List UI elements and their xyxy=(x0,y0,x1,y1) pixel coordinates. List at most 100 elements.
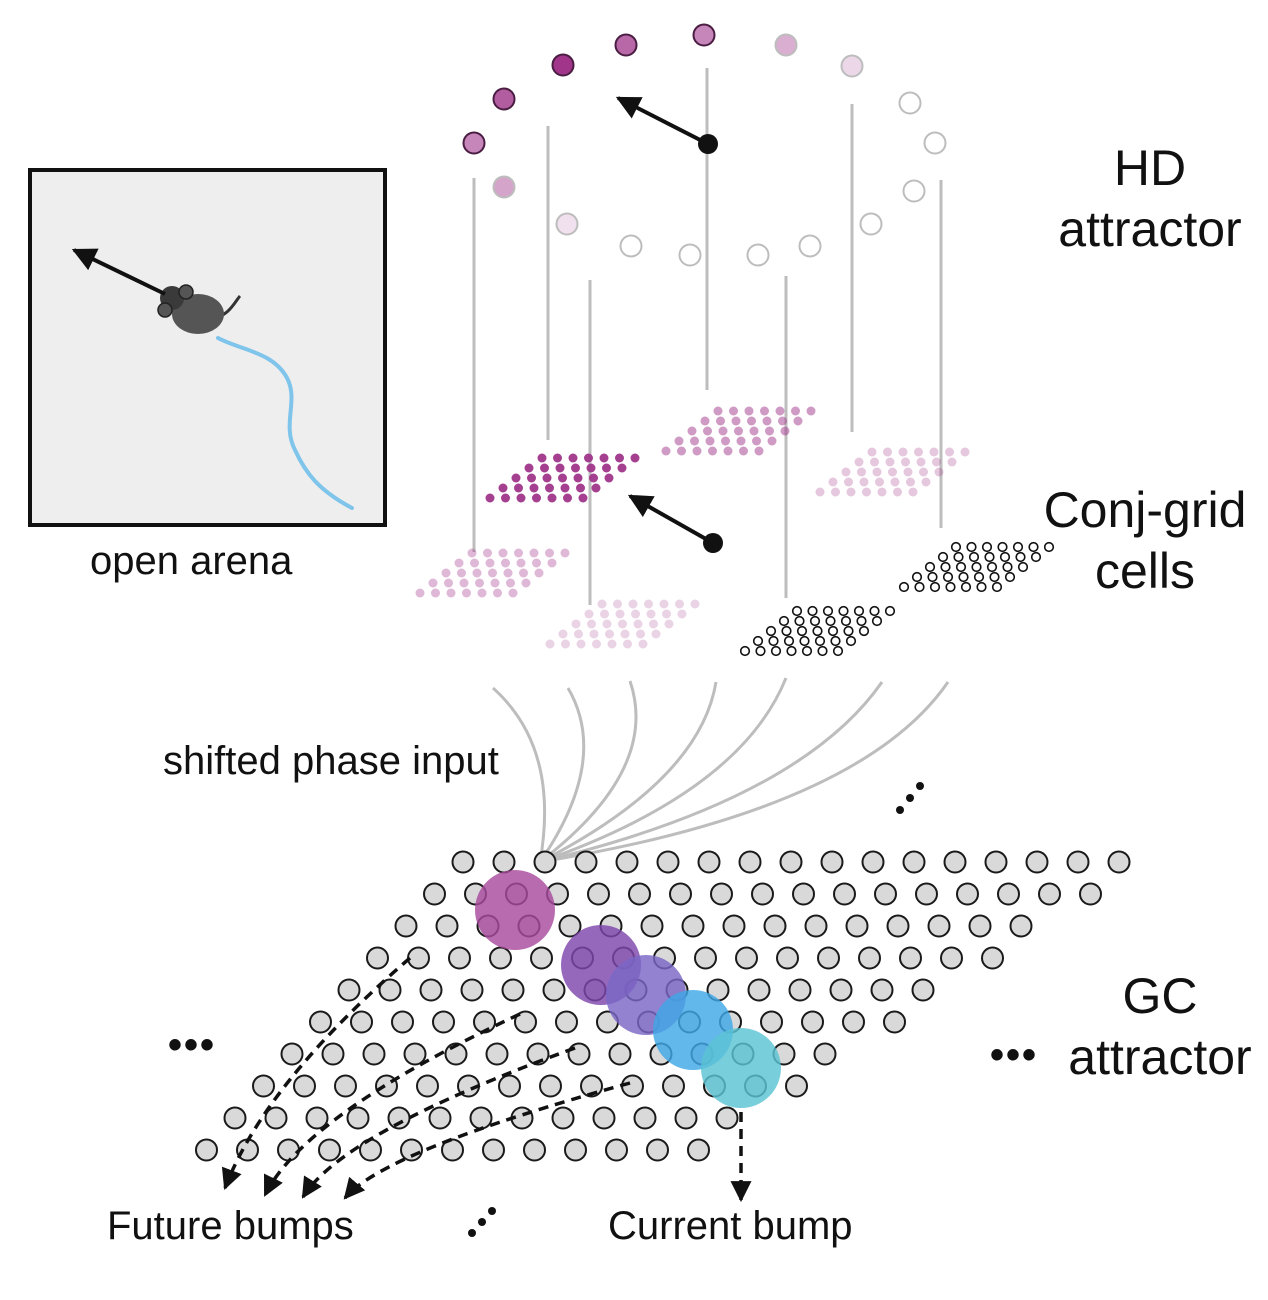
conj-grid-dot xyxy=(807,605,818,617)
conj-grid-dot xyxy=(817,645,828,657)
gc-node xyxy=(845,914,869,938)
conj-grid-dot xyxy=(862,487,871,497)
conj-grid-dot xyxy=(659,599,669,609)
conj-grid-dot xyxy=(501,558,510,568)
gc-node xyxy=(551,1106,575,1130)
conj-grid-dot xyxy=(558,629,568,639)
gc-node xyxy=(817,946,840,970)
hd-node xyxy=(859,212,883,236)
conj-grid-dot xyxy=(871,615,883,627)
gc-node xyxy=(968,914,992,938)
gc-node xyxy=(264,1106,288,1130)
conj-grid-dot xyxy=(662,609,671,619)
conj-grid-dot xyxy=(589,473,598,483)
gc-node xyxy=(1009,914,1033,938)
conj-grid-dot xyxy=(485,558,495,568)
conj-grid-dot xyxy=(903,467,913,477)
conj-grid-dot xyxy=(937,551,949,563)
conj-grid-dot xyxy=(446,588,456,598)
gc-node xyxy=(460,978,484,1002)
conj-grid-dot xyxy=(973,571,985,583)
gc-node xyxy=(362,1042,386,1066)
trajectory-path xyxy=(216,336,354,510)
conj-grid-sheet xyxy=(898,541,1055,593)
conj-grid-dot xyxy=(1028,541,1039,553)
gc-node xyxy=(441,1138,464,1162)
gc-attractor-label: GC attractor xyxy=(1055,970,1265,1083)
conj-grid-dot xyxy=(586,463,596,473)
conj-grid-sheets xyxy=(415,406,1055,657)
gc-node xyxy=(309,1010,332,1034)
conj-grid-dot xyxy=(809,615,821,627)
conj-grid-dot xyxy=(914,447,923,457)
conj-grid-dot xyxy=(723,446,733,456)
conj-grid-dot xyxy=(796,625,808,637)
gc-node xyxy=(801,1010,824,1034)
conj-grid-dot xyxy=(898,581,910,593)
conj-grid-dot xyxy=(955,561,967,573)
hd-node xyxy=(614,33,638,57)
conj-grid-dot xyxy=(765,426,774,436)
conj-grid-dot xyxy=(617,463,627,473)
conj-grid-dot xyxy=(927,571,938,583)
conj-grid-dot xyxy=(867,447,877,457)
hd-node xyxy=(923,131,947,155)
gc-node xyxy=(359,1138,382,1162)
conj-grid-dot xyxy=(767,436,777,446)
conj-grid-dot xyxy=(1004,571,1016,583)
gc-node xyxy=(788,978,812,1002)
gc-node xyxy=(883,1010,906,1034)
conj-grid-dot xyxy=(690,599,700,609)
conj-grid-dot xyxy=(827,625,839,637)
conj-grid-dot xyxy=(472,568,482,578)
gc-node xyxy=(542,978,566,1002)
conj-grid-dot xyxy=(529,483,539,493)
arena-box xyxy=(28,168,387,527)
gc-node xyxy=(608,1042,632,1066)
conj-grid-dot xyxy=(498,483,508,493)
conj-grid-dot xyxy=(921,477,931,487)
conj-grid-dot xyxy=(883,447,892,457)
conj-grid-dot xyxy=(602,463,611,473)
gc-node xyxy=(366,946,389,970)
conj-grid-dot xyxy=(960,581,972,593)
conj-grid-dot xyxy=(578,493,588,503)
conj-grid-dot xyxy=(885,457,895,467)
conj-grid-sheet xyxy=(545,599,700,649)
hd-node xyxy=(746,243,770,267)
conj-grid-dot xyxy=(739,645,751,657)
fan-line xyxy=(539,681,718,864)
conj-grid-dot xyxy=(945,581,956,593)
conj-grid-dot xyxy=(916,457,926,467)
conj-grid-dot xyxy=(749,426,759,436)
conj-grid-dot xyxy=(623,639,632,649)
conj-grid-dot xyxy=(762,416,772,426)
gc-node xyxy=(564,1138,587,1162)
conj-grid-dot xyxy=(786,645,797,657)
conj-grid-dot xyxy=(516,493,526,503)
gc-node xyxy=(829,978,853,1002)
conj-grid-dot xyxy=(906,477,915,487)
gc-node xyxy=(722,914,746,938)
conj-grid-dot xyxy=(485,493,495,503)
conj-grid-dot xyxy=(661,446,671,456)
diagonal-ellipsis-lower xyxy=(468,1207,496,1237)
conj-grid-dot xyxy=(700,416,710,426)
gc-node xyxy=(886,914,910,938)
gc-node xyxy=(558,914,582,938)
gc-node xyxy=(779,850,803,874)
conj-grid-dot xyxy=(651,629,661,639)
conj-grid-dot xyxy=(690,436,699,446)
conj-grid-dot xyxy=(644,599,653,609)
hd-attractor-label-line2: attractor xyxy=(1058,200,1242,257)
conj-grid-dot xyxy=(815,487,825,497)
gc-node xyxy=(305,1106,329,1130)
gc-node xyxy=(605,1138,628,1162)
gc-node xyxy=(419,978,443,1002)
gc-node xyxy=(813,1042,837,1066)
conj-grid-dot xyxy=(545,548,554,558)
conj-grid-dot xyxy=(929,581,941,593)
conj-grid-dot xyxy=(841,467,851,477)
gc-node xyxy=(763,914,787,938)
conj-grid-dot xyxy=(929,447,939,457)
